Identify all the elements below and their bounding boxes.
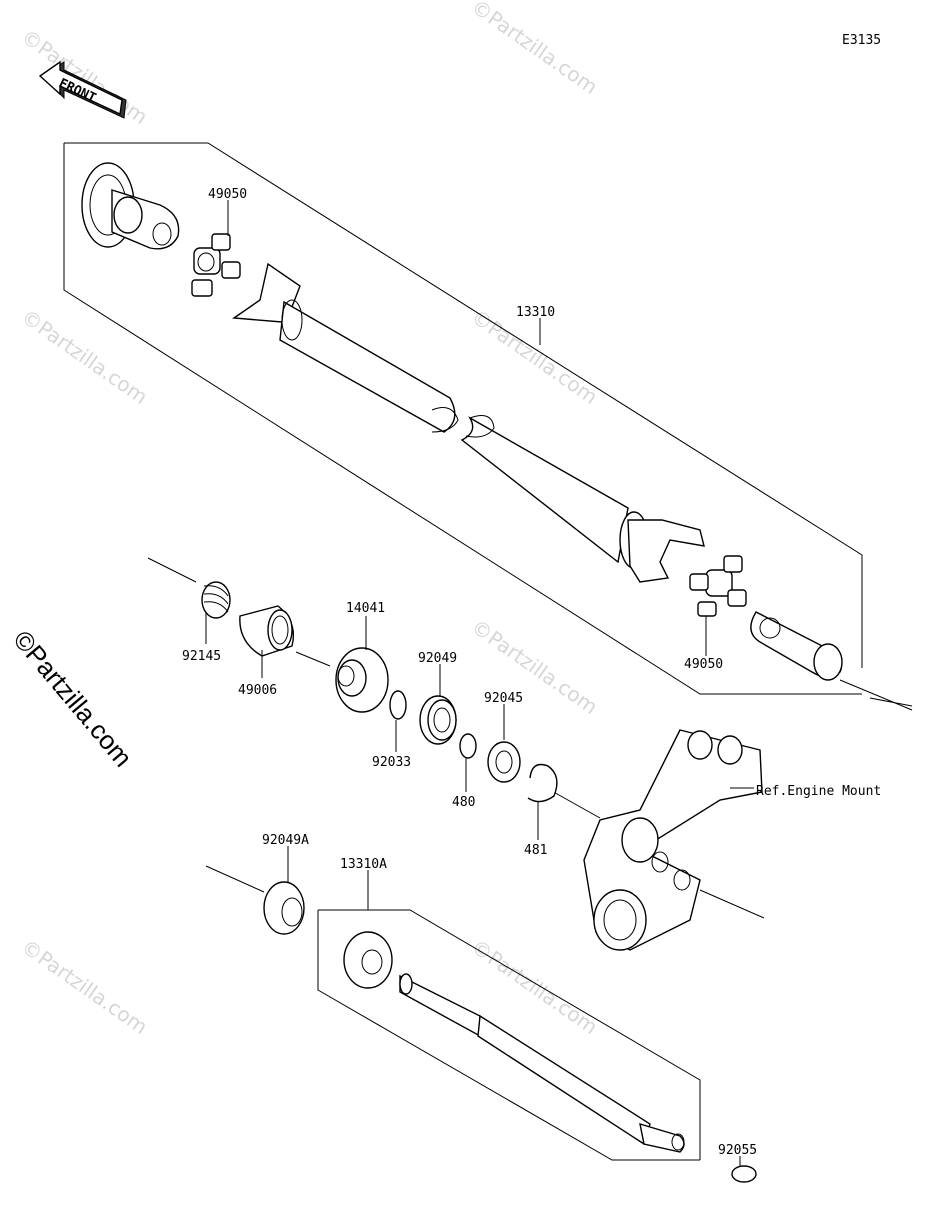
callout-92033: 92033 — [372, 755, 411, 770]
seal-14041 — [335, 647, 389, 713]
bearing-92045 — [487, 741, 521, 783]
callout-49006: 49006 — [238, 683, 277, 698]
frame-lower-shaft — [318, 909, 701, 1160]
reference-label: Ref.Engine Mount — [756, 784, 881, 799]
o-ring-92055 — [731, 1165, 757, 1183]
watermark: ©Partzilla.com — [17, 304, 152, 409]
front-arrow-icon: FRONT — [38, 60, 127, 119]
watermarks: ©Partzilla.com ©Partzilla.com ©Partzilla… — [17, 0, 602, 1039]
watermark: ©Partzilla.com — [467, 304, 602, 409]
frame-upper-shaft-lower — [63, 143, 862, 695]
drive-shaft-13310 — [231, 262, 705, 583]
callout-481: 481 — [524, 843, 547, 858]
snap-ring-481 — [527, 763, 558, 803]
callout-92049A: 92049A — [262, 833, 309, 848]
callout-480: 480 — [452, 795, 475, 810]
watermark-prominent: ©Partzilla.com — [7, 625, 138, 773]
frame-upper-shaft — [64, 142, 863, 668]
frame-arrow-line — [839, 679, 913, 711]
rear-yoke — [750, 611, 843, 681]
bearing-92049 — [419, 695, 457, 745]
callout-13310A: 13310A — [340, 857, 387, 872]
callout-92049: 92049 — [418, 651, 457, 666]
universal-joint-top — [191, 233, 241, 297]
callout-leaders — [205, 200, 741, 1166]
front-yoke — [81, 162, 180, 250]
callout-49050-top: 49050 — [208, 187, 247, 202]
callout-92055: 92055 — [718, 1143, 757, 1158]
callout-49050-bottom: 49050 — [684, 657, 723, 672]
callout-92045: 92045 — [484, 691, 523, 706]
watermark: ©Partzilla.com — [17, 24, 152, 129]
watermark: ©Partzilla.com — [17, 934, 152, 1039]
callout-13310: 13310 — [516, 305, 555, 320]
output-shaft-13310A — [399, 973, 685, 1153]
watermark: ©Partzilla.com — [467, 0, 602, 99]
callout-14041: 14041 — [346, 601, 385, 616]
spring-92145 — [201, 581, 231, 619]
diagram-code: E3135 — [842, 33, 881, 48]
circlip-92033 — [389, 690, 407, 720]
engine-mount — [583, 729, 763, 951]
seal-92049A — [263, 881, 305, 935]
seal-washer-13310A — [343, 931, 393, 989]
callouts: 49050 13310 49050 92145 49006 14041 9204… — [182, 187, 757, 1158]
circlip-480 — [459, 733, 477, 759]
callout-92145: 92145 — [182, 649, 221, 664]
universal-joint-bottom — [689, 555, 747, 617]
boot-49006 — [239, 605, 295, 657]
